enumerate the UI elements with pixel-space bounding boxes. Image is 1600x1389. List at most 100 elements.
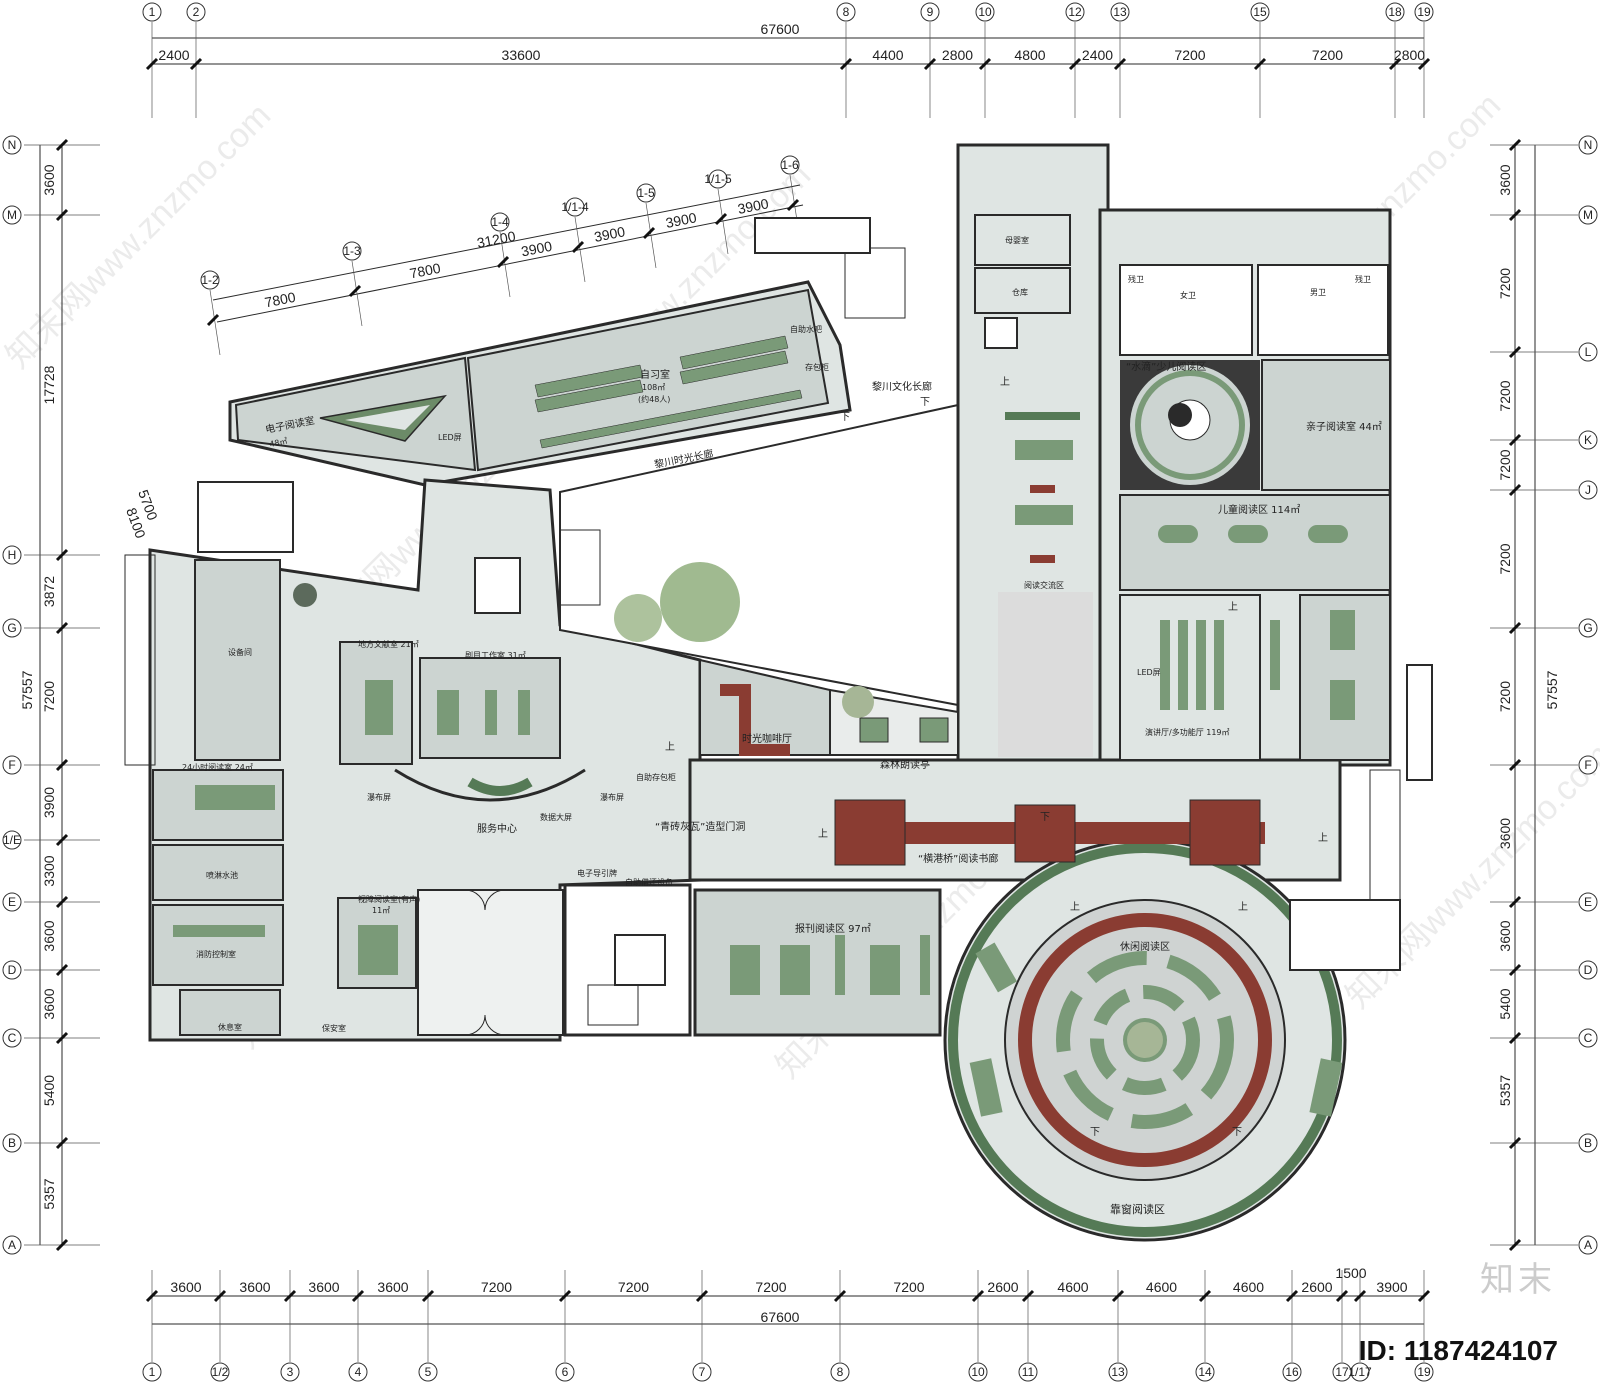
mother-room-floor bbox=[974, 214, 1071, 266]
right-dim-2: 7200 bbox=[1497, 380, 1513, 411]
skew-axis-4: 1-5 bbox=[636, 183, 656, 203]
label-up-2: 上 bbox=[1228, 601, 1238, 613]
right-axis-7-label: E bbox=[1584, 895, 1592, 909]
bottom-dim-8: 2600 bbox=[987, 1279, 1018, 1295]
bottom-axis-7-label: 8 bbox=[837, 1365, 844, 1379]
label-study-cap: (约48人) bbox=[638, 394, 670, 404]
bottom-axis-7: 8 bbox=[830, 1362, 850, 1382]
skew-total-dim: 31200 bbox=[476, 228, 517, 251]
top-axis-13-label: 13 bbox=[1113, 5, 1127, 19]
skew-axis-5-label: 1/1-5 bbox=[704, 172, 732, 186]
label-av-room: 视障阅读室(有声) bbox=[358, 894, 420, 904]
right-dim-3: 7200 bbox=[1497, 449, 1513, 480]
bottom-dim-12: 2600 bbox=[1301, 1279, 1332, 1295]
skew-axis-0-label: 1-2 bbox=[201, 273, 219, 287]
right-axis-8: D bbox=[1578, 960, 1598, 980]
label-up-6: 上 bbox=[1070, 901, 1080, 913]
left-axis-3: G bbox=[2, 618, 22, 638]
entry-lobby bbox=[417, 889, 564, 1036]
bottom-axis-9: 11 bbox=[1018, 1362, 1038, 1382]
label-down-2: 下 bbox=[920, 397, 930, 408]
bottom-dim-3: 3600 bbox=[377, 1279, 408, 1295]
bottom-dim-6: 7200 bbox=[755, 1279, 786, 1295]
left-axis-4-label: F bbox=[8, 758, 15, 772]
label-fire: 消防控制室 bbox=[196, 949, 236, 959]
label-exchange: 阅读交流区 bbox=[1024, 580, 1064, 590]
label-culture-corridor: 黎川文化长廊 bbox=[872, 380, 932, 393]
label-self-locker: 自助存包柜 bbox=[636, 772, 676, 782]
left-axis-2-label: H bbox=[8, 548, 17, 562]
right-total-dim: 57557 bbox=[1544, 670, 1560, 709]
bottom-dim-1: 3600 bbox=[239, 1279, 270, 1295]
left-axis-5: 1/E bbox=[2, 830, 22, 850]
skew-dim-3: 3900 bbox=[593, 223, 627, 245]
bottom-axis-1-label: 1/2 bbox=[212, 1365, 229, 1379]
right-axis-7: E bbox=[1578, 892, 1598, 912]
left-axis-9: B bbox=[2, 1133, 22, 1153]
skew-axis-3-label: 1/1-4 bbox=[561, 200, 589, 214]
study-room-floor bbox=[466, 288, 830, 472]
label-24h: 24小时阅读室 24㎡ bbox=[182, 762, 253, 772]
left-dim-2: 3872 bbox=[41, 576, 57, 607]
right-axis-6: F bbox=[1578, 755, 1598, 775]
top-axis-13: 13 bbox=[1110, 2, 1130, 22]
right-axis-2: L bbox=[1578, 342, 1598, 362]
bottom-axis-5-label: 6 bbox=[562, 1365, 569, 1379]
left-axis-0: N bbox=[2, 135, 22, 155]
right-axis-9: C bbox=[1578, 1028, 1598, 1048]
left-axis-1-label: M bbox=[7, 208, 17, 222]
label-waterdrop: “水滴”少儿阅读区 bbox=[1126, 360, 1206, 373]
left-axis-10: A bbox=[2, 1235, 22, 1255]
tree-cluster bbox=[293, 403, 1192, 1058]
right-axis-3-label: K bbox=[1584, 433, 1592, 447]
label-wc-m: 男卫 bbox=[1310, 288, 1326, 297]
top-axis-15: 15 bbox=[1250, 2, 1270, 22]
right-axis-10: B bbox=[1578, 1133, 1598, 1153]
label-water-bar: 自助水吧 bbox=[790, 324, 822, 334]
exchange-zone bbox=[998, 592, 1093, 757]
label-down-3: 下 bbox=[1040, 812, 1050, 823]
top-axis-12-label: 12 bbox=[1068, 5, 1082, 19]
brand-logo: 知末 bbox=[1480, 1260, 1556, 1300]
bottom-dim-11: 4600 bbox=[1233, 1279, 1264, 1295]
top-axis-9-label: 9 bbox=[927, 5, 934, 19]
storage-floor bbox=[974, 267, 1071, 314]
left-axis-6: E bbox=[2, 892, 22, 912]
label-arch: “青砖灰瓦”造型门洞 bbox=[655, 820, 745, 833]
central-lift bbox=[474, 557, 521, 614]
bottom-axis-3: 4 bbox=[348, 1362, 368, 1382]
label-up-5: 上 bbox=[1318, 832, 1328, 844]
label-storage: 仓库 bbox=[1012, 287, 1028, 297]
right-axis-3: K bbox=[1578, 430, 1598, 450]
bottom-dim-13: 1500 bbox=[1335, 1265, 1366, 1281]
label-study-area: 108㎡ bbox=[642, 383, 665, 392]
label-self-return: 自助借还设备 bbox=[625, 877, 673, 887]
bottom-axis-1: 1/2 bbox=[210, 1362, 230, 1382]
washroom-m-floor bbox=[1257, 264, 1389, 356]
top-axis-15-label: 15 bbox=[1253, 5, 1267, 19]
bottom-dim-7: 7200 bbox=[893, 1279, 924, 1295]
right-axis-6-label: F bbox=[1584, 758, 1591, 772]
north-lift bbox=[984, 317, 1018, 349]
label-av-area: 11㎡ bbox=[372, 906, 390, 915]
bottom-axis-15: 19 bbox=[1414, 1362, 1434, 1382]
top-dim-3: 2800 bbox=[942, 47, 973, 63]
label-children: 儿童阅读区 114㎡ bbox=[1218, 503, 1300, 516]
top-dim-4: 4800 bbox=[1014, 47, 1045, 63]
skew-axis-2: 1-4 bbox=[490, 212, 510, 232]
left-axis-2: H bbox=[2, 545, 22, 565]
right-dim-9: 5357 bbox=[1497, 1075, 1513, 1106]
left-dim-3: 7200 bbox=[41, 681, 57, 712]
label-window: 靠窗阅读区 bbox=[1110, 1202, 1165, 1216]
right-dim-6: 3600 bbox=[1497, 818, 1513, 849]
right-dim-8: 5400 bbox=[1497, 988, 1513, 1019]
right-axis-8-label: D bbox=[1584, 963, 1593, 977]
right-axis-2-label: L bbox=[1585, 345, 1592, 359]
right-axis-5: G bbox=[1578, 618, 1598, 638]
bottom-dim-4: 7200 bbox=[481, 1279, 512, 1295]
label-up-7: 上 bbox=[1238, 901, 1248, 913]
label-up-1: 上 bbox=[1000, 376, 1010, 388]
